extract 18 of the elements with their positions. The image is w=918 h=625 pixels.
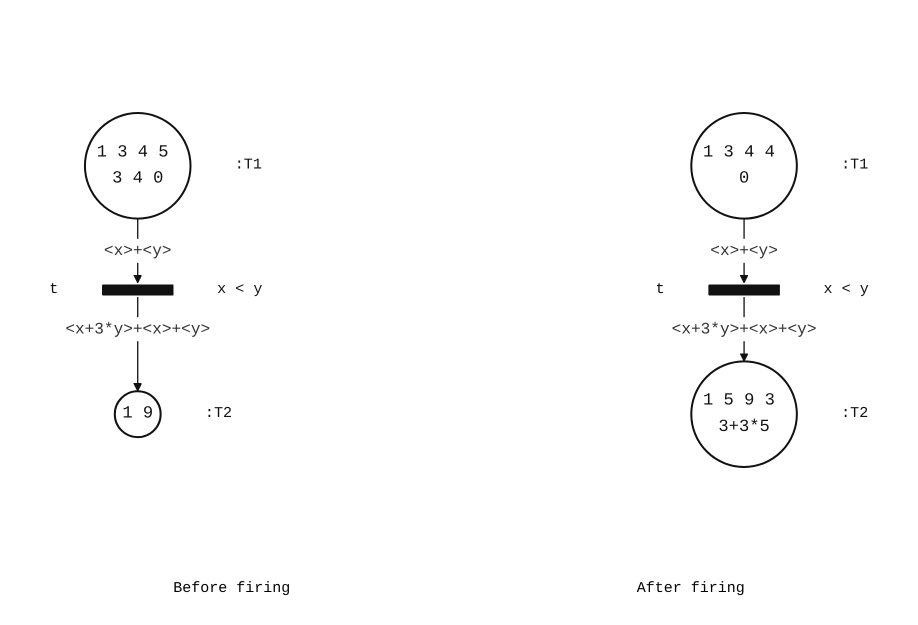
node-label: x < y: [217, 280, 262, 298]
node-circle: 1 3 4 5 3 4 0: [84, 112, 192, 220]
node-label: :T1: [841, 156, 868, 174]
node-label: :T1: [234, 156, 262, 174]
edge-label: <x+3*y>+<x>+<y>: [65, 320, 210, 338]
node-label: :T2: [841, 404, 868, 422]
caption-text: Before firing: [173, 580, 290, 597]
node-circle: 1 5 9 3 3+3*5: [690, 360, 798, 468]
node-label: :T2: [204, 404, 232, 422]
node-label: x < y: [824, 280, 869, 298]
edge-label: <x>+<y>: [710, 242, 778, 260]
node-label: t: [656, 280, 665, 298]
edge-label: <x+3*y>+<x>+<y>: [672, 320, 816, 338]
caption-text: After firing: [636, 580, 745, 597]
edge-label: <x>+<y>: [104, 242, 172, 260]
node-circle: 1 3 4 4 0: [690, 112, 798, 220]
node-circle: 1 9: [114, 390, 162, 438]
node-label: t: [49, 280, 58, 298]
